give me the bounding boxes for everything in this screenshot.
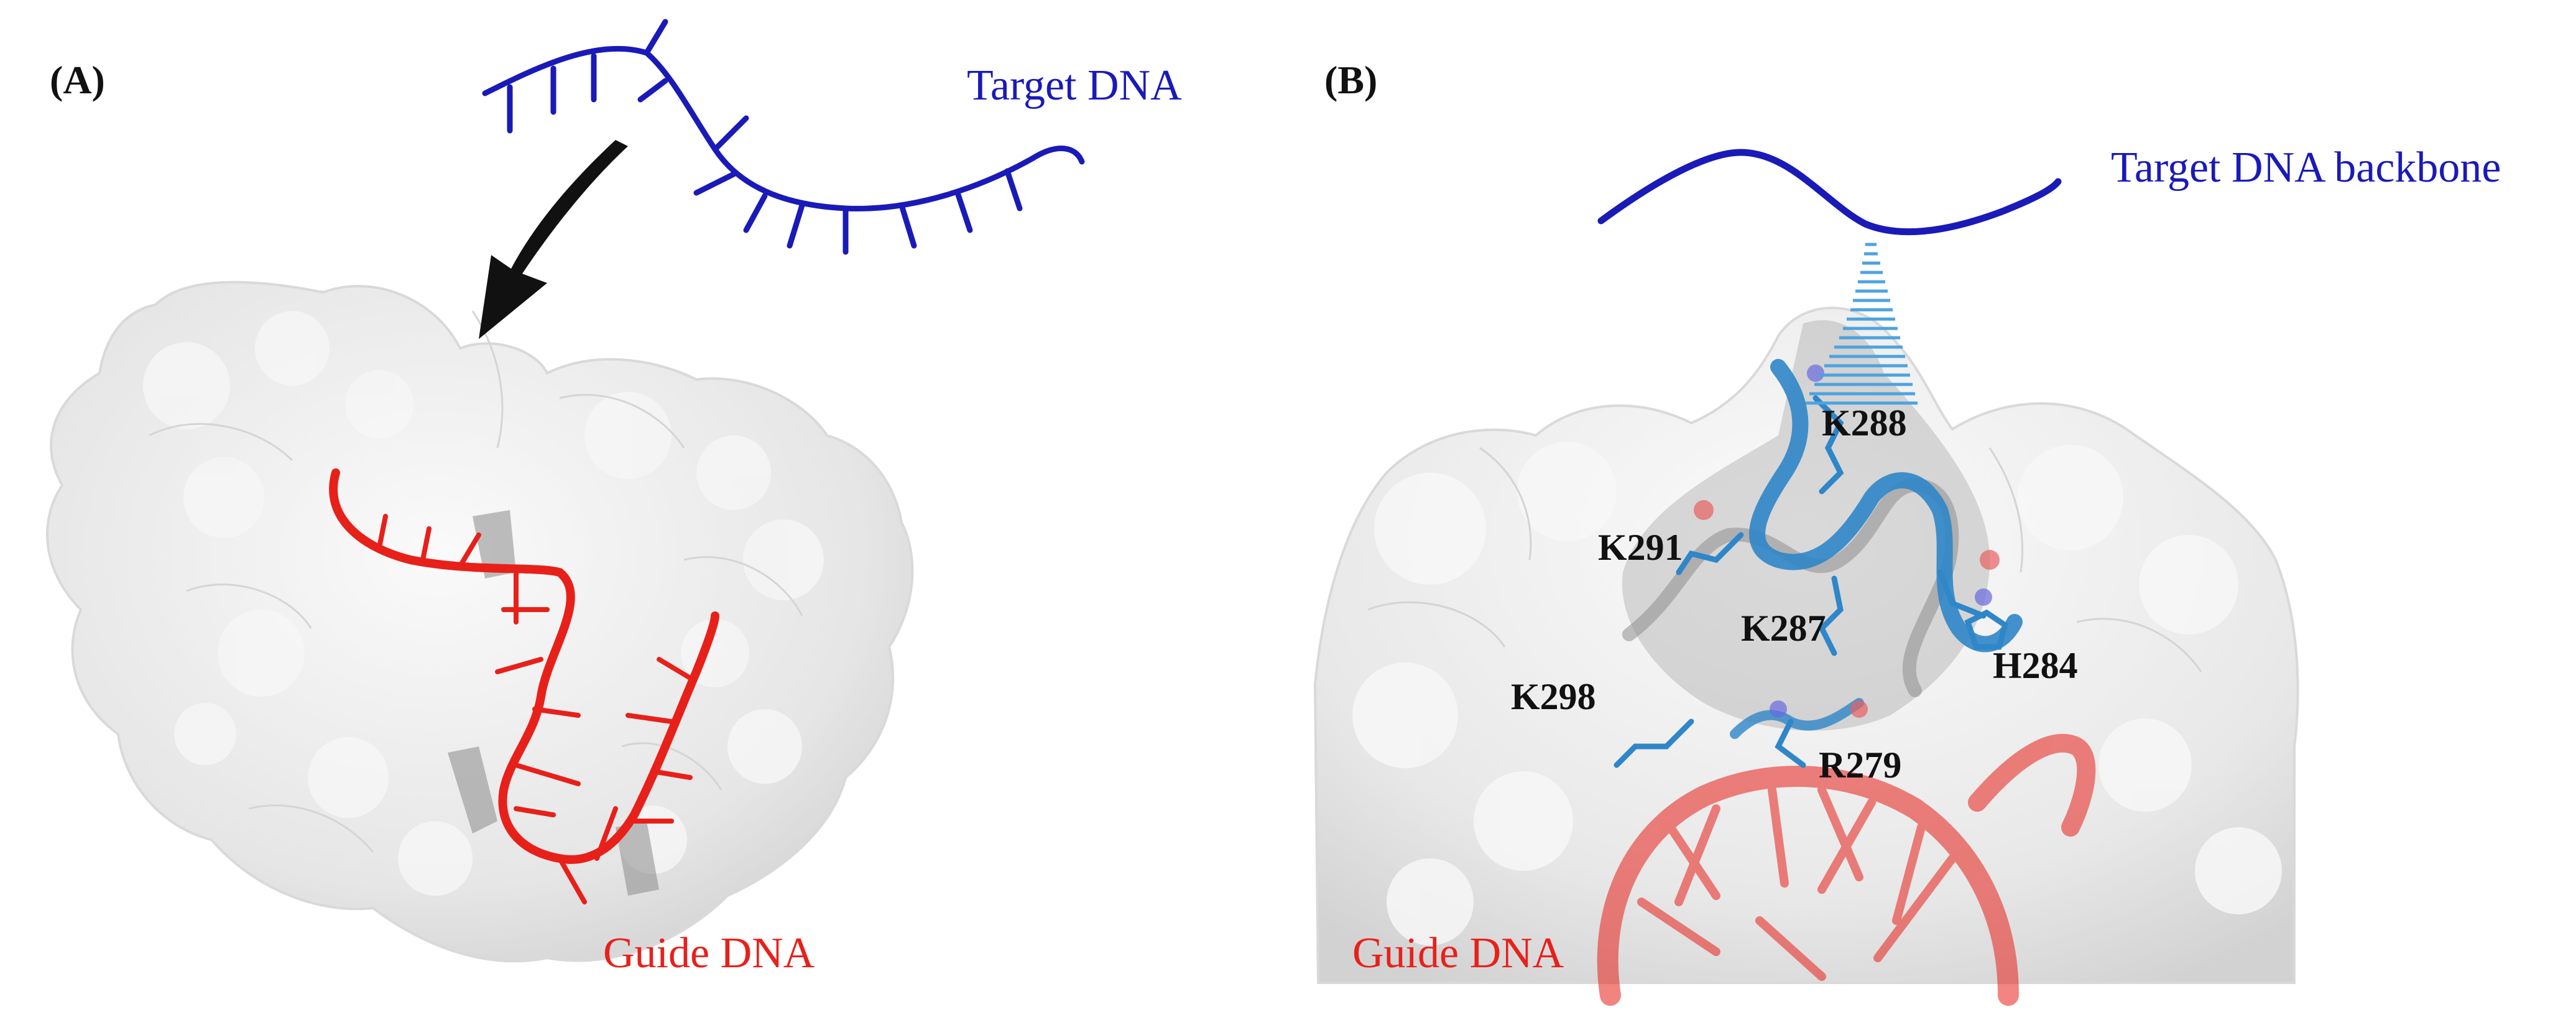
target-dna-label-b: Target DNA backbone <box>2111 144 2501 192</box>
guide-dna-label-b: Guide DNA <box>1352 929 1564 977</box>
target-dna-label-a: Target DNA <box>967 62 1182 109</box>
target-dna-backbone-b <box>1597 149 2062 236</box>
residue-label: K287 <box>1741 608 1826 649</box>
guide-dna-label-a: Guide DNA <box>603 929 815 977</box>
residue-label: K288 <box>1822 402 1907 444</box>
surface-contours-b <box>1367 447 2202 672</box>
groove-shadow-a <box>448 510 659 896</box>
guide-dna-b <box>1597 733 2096 1006</box>
protein-surface-a <box>46 281 914 963</box>
helix-b <box>1613 359 2023 768</box>
guide-dna-a <box>329 468 719 904</box>
panel-b-letter: (B) <box>1324 58 1377 102</box>
surface-texture-b <box>1352 442 2282 945</box>
panel-a: (A) <box>46 19 1182 977</box>
residue-label: R279 <box>1819 745 1901 786</box>
hbond-dashes-b <box>1806 243 1918 405</box>
residue-label: H284 <box>1993 645 2078 686</box>
binding-cleft <box>1622 320 1990 731</box>
target-dna-a <box>482 19 1085 255</box>
binding-arrow <box>479 140 628 339</box>
panel-a-letter: (A) <box>50 58 105 102</box>
residue-label: K291 <box>1598 527 1683 568</box>
panel-b: (B) <box>1313 58 2501 1006</box>
residue-label: K298 <box>1511 676 1596 717</box>
